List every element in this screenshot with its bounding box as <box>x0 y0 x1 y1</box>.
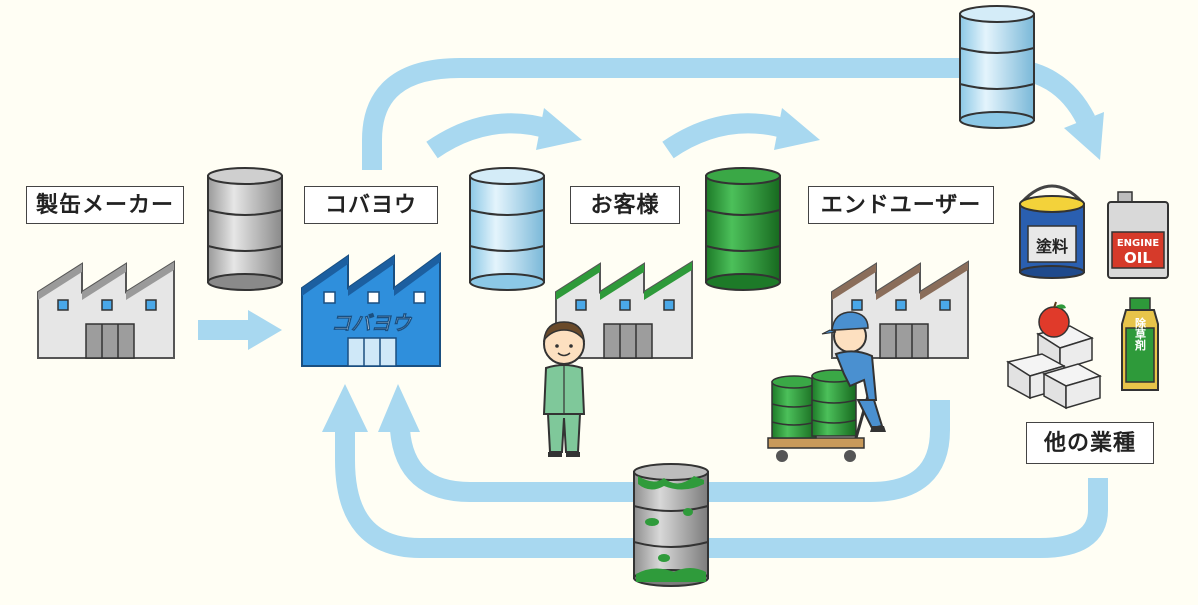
manufacturer-factory-icon <box>37 260 175 359</box>
label-customer: お客様 <box>570 186 680 224</box>
paint-can-icon: 塗料 <box>1019 184 1085 279</box>
arrow-other-industries-return-to-kobayou <box>322 384 1108 558</box>
drum-icon <box>771 375 817 439</box>
kobayou-factory-icon: コバヨウ <box>301 252 441 367</box>
arrow-kobayou-to-customer <box>426 108 582 159</box>
label-end-user: エンドユーザー <box>808 186 994 224</box>
engine-oil-label-line2: OIL <box>1124 249 1152 267</box>
used-drum-icon <box>633 463 709 587</box>
drum-icon <box>959 5 1035 129</box>
arrow-enduser-return-to-kobayou <box>378 384 950 502</box>
paint-label: 塗料 <box>1036 237 1068 256</box>
label-other-industries: 他の業種 <box>1026 422 1154 464</box>
box-icon <box>1006 325 1102 410</box>
drum-icon <box>469 167 545 291</box>
customer-factory-icon <box>555 260 693 359</box>
herbicide-label: 除草剤 <box>1134 316 1148 351</box>
worker-hand-truck-icon <box>767 311 886 462</box>
drum-icon <box>207 167 283 291</box>
oil-can-icon: ENGINE OIL <box>1107 191 1169 279</box>
label-kobayou: コバヨウ <box>304 186 438 224</box>
customer-person-icon <box>542 321 586 457</box>
drum-icon <box>811 369 857 437</box>
label-manufacturer: 製缶メーカー <box>26 186 184 224</box>
flow-arrows <box>198 58 1108 558</box>
arrow-kobayou-to-other-industries <box>362 58 1104 170</box>
kobayou-logo: コバヨウ <box>331 311 413 335</box>
arrow-customer-to-enduser <box>662 108 820 159</box>
worker-icon <box>821 311 886 432</box>
engine-oil-label-line1: ENGINE <box>1117 238 1159 249</box>
apple-icon <box>1038 301 1070 338</box>
arrow-manufacturer-to-kobayou <box>198 310 282 350</box>
herbicide-bottle-icon: 除草剤 <box>1121 297 1159 391</box>
drum-icon <box>705 167 781 291</box>
